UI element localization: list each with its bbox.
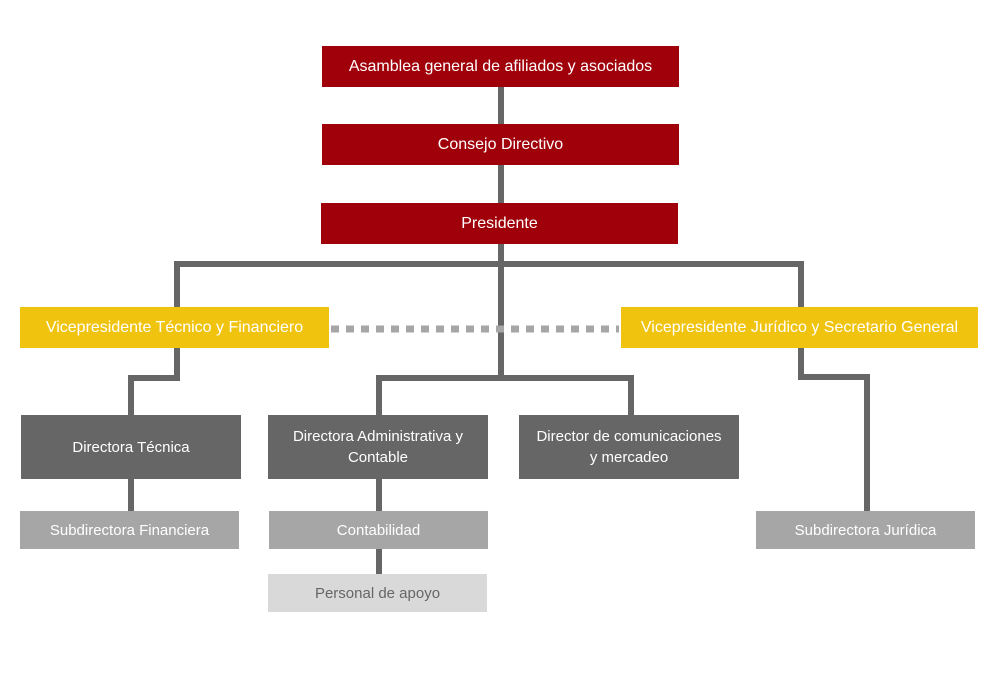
node-personal-apoyo: Personal de apoyo: [268, 574, 487, 612]
node-contabilidad-label: Contabilidad: [336, 521, 421, 539]
node-vp-juridico-label: Vicepresidente Jurídico y Secretario Gen…: [640, 319, 959, 336]
node-directora-tecnica-label: Directora Técnica: [72, 438, 190, 456]
node-asamblea-label: Asamblea general de afiliados y asociado…: [348, 58, 653, 75]
connector-vp-tecnico-dir-tecnica: [128, 348, 180, 415]
connector-branch-vicepresidents: [174, 261, 804, 307]
node-vp-juridico: Vicepresidente Jurídico y Secretario Gen…: [621, 307, 978, 348]
node-consejo-directivo-label: Consejo Directivo: [437, 136, 564, 153]
node-vp-tecnico-label: Vicepresidente Técnico y Financiero: [45, 319, 304, 336]
node-subdirectora-financiera-label: Subdirectora Financiera: [49, 521, 210, 539]
node-director-comunicaciones-label: Director de comunicaciones y mercadeo: [536, 428, 722, 466]
node-consejo-directivo: Consejo Directivo: [322, 124, 679, 165]
node-subdirectora-juridica: Subdirectora Jurídica: [756, 511, 975, 549]
node-director-comunicaciones: Director de comunicaciones y mercadeo: [519, 415, 739, 479]
node-asamblea: Asamblea general de afiliados y asociado…: [322, 46, 679, 87]
node-subdirectora-juridica-label: Subdirectora Jurídica: [794, 521, 937, 539]
node-vp-tecnico: Vicepresidente Técnico y Financiero: [20, 307, 329, 348]
connector-vp-juridico-subdir: [798, 348, 870, 511]
node-subdirectora-financiera: Subdirectora Financiera: [20, 511, 239, 549]
node-directora-tecnica: Directora Técnica: [21, 415, 241, 479]
node-personal-apoyo-label: Personal de apoyo: [314, 584, 441, 602]
connector-branch-directors: [376, 375, 634, 415]
node-directora-administrativa: Directora Administrativa y Contable: [268, 415, 488, 479]
node-directora-administrativa-label: Directora Administrativa y Contable: [292, 428, 464, 466]
node-contabilidad: Contabilidad: [269, 511, 488, 549]
node-presidente: Presidente: [321, 203, 678, 244]
node-presidente-label: Presidente: [461, 215, 538, 232]
